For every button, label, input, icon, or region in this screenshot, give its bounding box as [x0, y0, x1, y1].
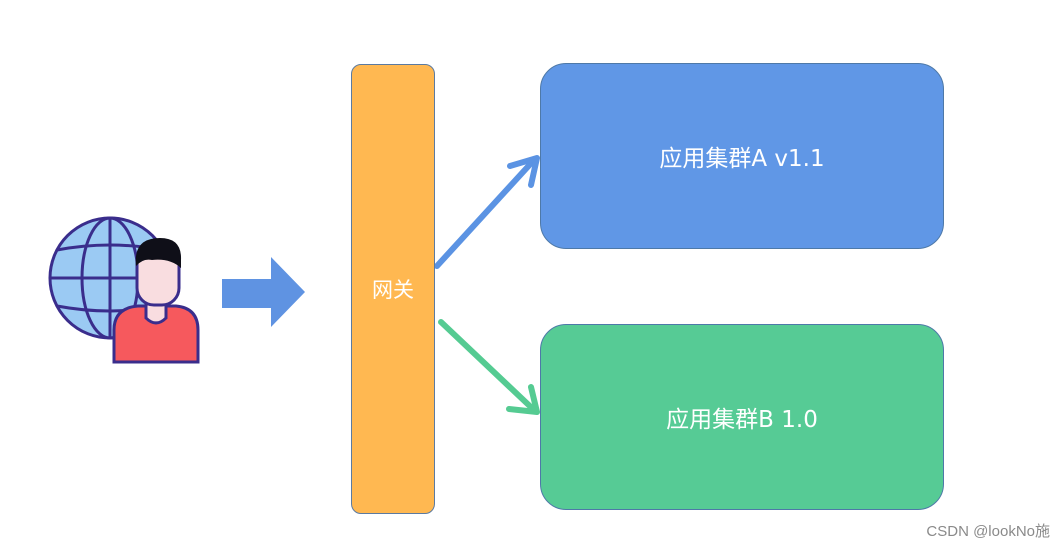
- cluster-b-box: 应用集群B 1.0: [540, 324, 944, 510]
- user-to-gateway-arrow: [222, 257, 305, 327]
- user-avatar-icon: [112, 238, 200, 364]
- arrow-to-cluster-a: [434, 155, 540, 269]
- cluster-a-box: 应用集群A v1.1: [540, 63, 944, 249]
- cluster-b-label: 应用集群B 1.0: [666, 407, 818, 433]
- gateway-label: 网关: [372, 278, 414, 302]
- arrow-to-cluster-b: [438, 319, 540, 415]
- gateway-box: 网关: [351, 64, 435, 514]
- cluster-a-label: 应用集群A v1.1: [659, 146, 825, 172]
- watermark: CSDN @lookNo施: [926, 523, 1050, 540]
